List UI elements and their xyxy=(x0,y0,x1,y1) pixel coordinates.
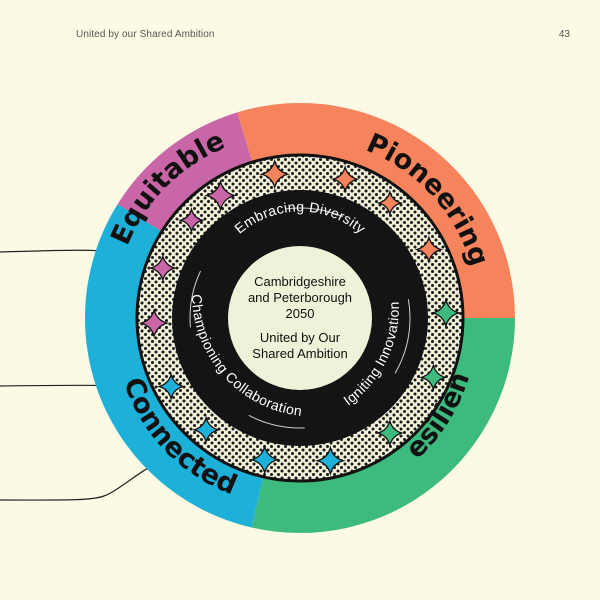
page-number: 43 xyxy=(558,29,570,40)
header-title: United by our Shared Ambition xyxy=(76,29,215,40)
sparkle-star-icon xyxy=(376,189,404,217)
sparkle-star-icon xyxy=(191,415,221,445)
center-line-2: and Peterborough xyxy=(248,290,352,305)
center-line-1: Cambridgeshire xyxy=(254,274,346,289)
stars-group xyxy=(138,158,462,477)
sparkle-star-icon xyxy=(314,445,346,477)
sparkle-star-icon xyxy=(156,372,186,401)
center-line-3: 2050 xyxy=(286,306,315,321)
center-line-4: United by Our xyxy=(260,330,341,345)
sparkle-star-icon xyxy=(138,307,170,339)
sparkle-star-icon xyxy=(375,418,405,448)
connector-line-bottom xyxy=(0,461,161,501)
sparkle-star-icon xyxy=(148,253,178,283)
sparkle-star-icon xyxy=(259,158,291,190)
sparkle-star-icon xyxy=(430,297,462,329)
sparkle-star-icon xyxy=(330,164,360,194)
dark-ring-guide xyxy=(189,207,411,429)
sparkle-star-icon xyxy=(418,362,448,392)
sparkle-star-icon xyxy=(178,206,205,234)
sparkle-star-icon xyxy=(414,235,444,264)
sparkle-star-icon xyxy=(204,179,237,212)
center-disc xyxy=(228,246,372,390)
center-line-5: Shared Ambition xyxy=(252,346,347,361)
sparkle-star-icon xyxy=(249,444,281,476)
